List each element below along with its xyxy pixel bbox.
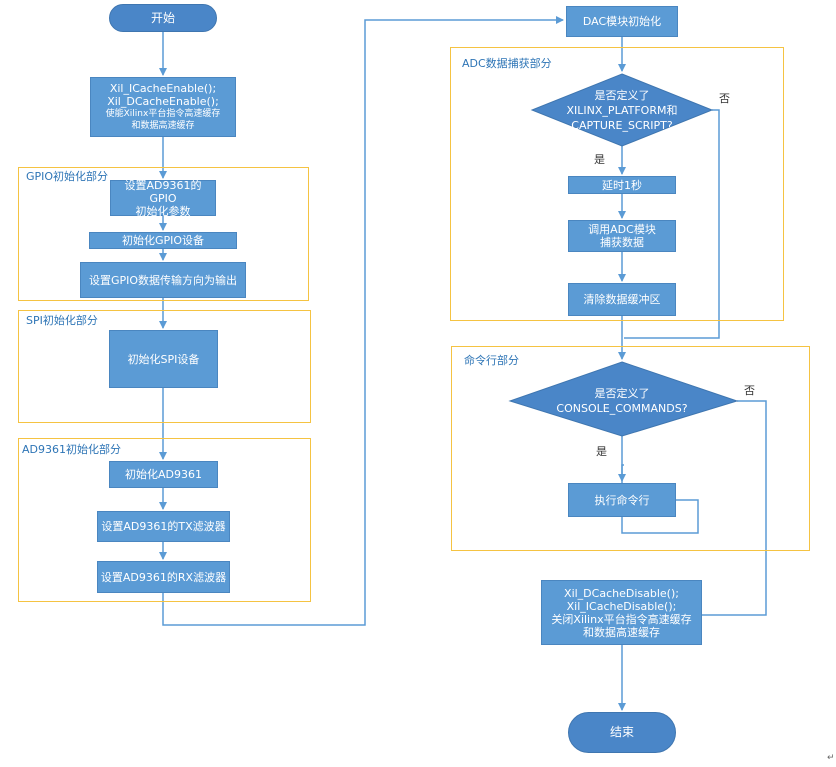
ad9361-rx-label: 设置AD9361的RX滤波器 xyxy=(100,570,227,584)
adc-capture-node: 调用ADC模块 捕获数据 xyxy=(568,220,676,252)
cache-disable-line-1: Xil_DCacheDisable(); xyxy=(564,586,679,600)
start-terminal: 开始 xyxy=(109,4,217,32)
cache-enable-line-4: 和数据高速缓存 xyxy=(131,121,195,131)
cache-enable-line-2: Xil_DCacheEnable(); xyxy=(107,95,219,108)
adc-no-label: 否 xyxy=(719,92,730,105)
gpio-group-label: GPIO初始化部分 xyxy=(26,170,109,183)
corner-mark: ↵ xyxy=(827,753,835,763)
delay-label: 延时1秒 xyxy=(602,178,642,192)
cache-enable-line-1: Xil_ICacheEnable(); xyxy=(109,82,217,95)
ad9361-group-label: AD9361初始化部分 xyxy=(22,443,121,456)
console-decision-line-2: CONSOLE_COMMANDS? xyxy=(556,402,688,415)
ad9361-init-node: 初始化AD9361 xyxy=(109,461,218,488)
cache-enable-node: Xil_ICacheEnable(); Xil_DCacheEnable(); … xyxy=(90,77,236,137)
edge-exec-loop xyxy=(621,464,699,534)
cache-disable-node: Xil_DCacheDisable(); Xil_ICacheDisable()… xyxy=(541,580,702,645)
edge-adc-no xyxy=(624,109,720,339)
gpio-group xyxy=(18,167,309,301)
adc-group-label: ADC数据捕获部分 xyxy=(462,57,552,70)
console-decision-line-1: 是否定义了 xyxy=(594,387,650,400)
gpio-dir-label: 设置GPIO数据传输方向为输出 xyxy=(88,273,238,287)
adc-decision-text: 是否定义了 XILINX_PLATFORM和 CAPTURE_SCRIPT? xyxy=(552,84,692,136)
dac-init-node: DAC模块初始化 xyxy=(566,6,678,37)
adc-yes-label: 是 xyxy=(594,153,605,166)
gpio-dir-node: 设置GPIO数据传输方向为输出 xyxy=(80,262,246,298)
adc-decision-line-2: XILINX_PLATFORM和 xyxy=(566,103,678,117)
delay-node: 延时1秒 xyxy=(568,176,676,194)
adc-decision-line-3: CAPTURE_SCRIPT? xyxy=(571,118,673,132)
spi-group xyxy=(18,310,311,423)
spi-init-label: 初始化SPI设备 xyxy=(127,352,200,366)
ad9361-rx-node: 设置AD9361的RX滤波器 xyxy=(97,561,230,593)
ad9361-init-label: 初始化AD9361 xyxy=(125,468,202,481)
end-terminal: 结束 xyxy=(568,712,676,753)
console-yes-label: 是 xyxy=(596,445,607,458)
adc-group xyxy=(450,47,784,321)
cache-enable-line-3: 使能Xilinx平台指令高速缓存 xyxy=(105,109,221,119)
spi-group-label: SPI初始化部分 xyxy=(26,314,98,327)
cache-disable-line-2: Xil_ICacheDisable(); xyxy=(566,599,677,613)
clear-buffer-node: 清除数据缓冲区 xyxy=(568,283,676,316)
console-group xyxy=(451,346,810,551)
console-no-label: 否 xyxy=(744,384,755,397)
exec-cmd-label: 执行命令行 xyxy=(594,493,650,507)
adc-decision-diamond xyxy=(530,73,714,147)
adc-capture-line-2: 捕获数据 xyxy=(600,236,644,249)
console-decision-diamond xyxy=(508,361,739,437)
ad9361-group xyxy=(18,438,311,602)
gpio-params-line-1: 设置AD9361的GPIO xyxy=(124,178,202,205)
gpio-init-node: 初始化GPIO设备 xyxy=(89,232,237,249)
adc-capture-line-1: 调用ADC模块 xyxy=(588,223,656,236)
clear-buffer-label: 清除数据缓冲区 xyxy=(583,293,661,306)
cache-disable-line-4: 和数据高速缓存 xyxy=(583,625,660,639)
edge-rx-to-dac xyxy=(162,16,564,626)
gpio-params-node: 设置AD9361的GPIO 初始化参数 xyxy=(110,178,216,218)
ad9361-tx-label: 设置AD9361的TX滤波器 xyxy=(101,520,226,533)
exec-cmd-node: 执行命令行 xyxy=(568,483,676,517)
dac-init-label: DAC模块初始化 xyxy=(582,15,662,28)
console-decision-text: 是否定义了 CONSOLE_COMMANDS? xyxy=(540,381,704,421)
adc-decision-line-1: 是否定义了 xyxy=(594,88,650,102)
ad9361-tx-node: 设置AD9361的TX滤波器 xyxy=(97,511,230,542)
start-label: 开始 xyxy=(150,10,175,25)
gpio-init-label: 初始化GPIO设备 xyxy=(121,234,205,247)
end-label: 结束 xyxy=(609,725,634,739)
cache-disable-line-3: 关闭Xilinx平台指令高速缓存 xyxy=(551,612,692,626)
console-group-label: 命令行部分 xyxy=(464,354,519,367)
edge-console-no xyxy=(678,400,767,619)
gpio-params-line-2: 初始化参数 xyxy=(135,204,191,218)
spi-init-node: 初始化SPI设备 xyxy=(109,330,218,388)
